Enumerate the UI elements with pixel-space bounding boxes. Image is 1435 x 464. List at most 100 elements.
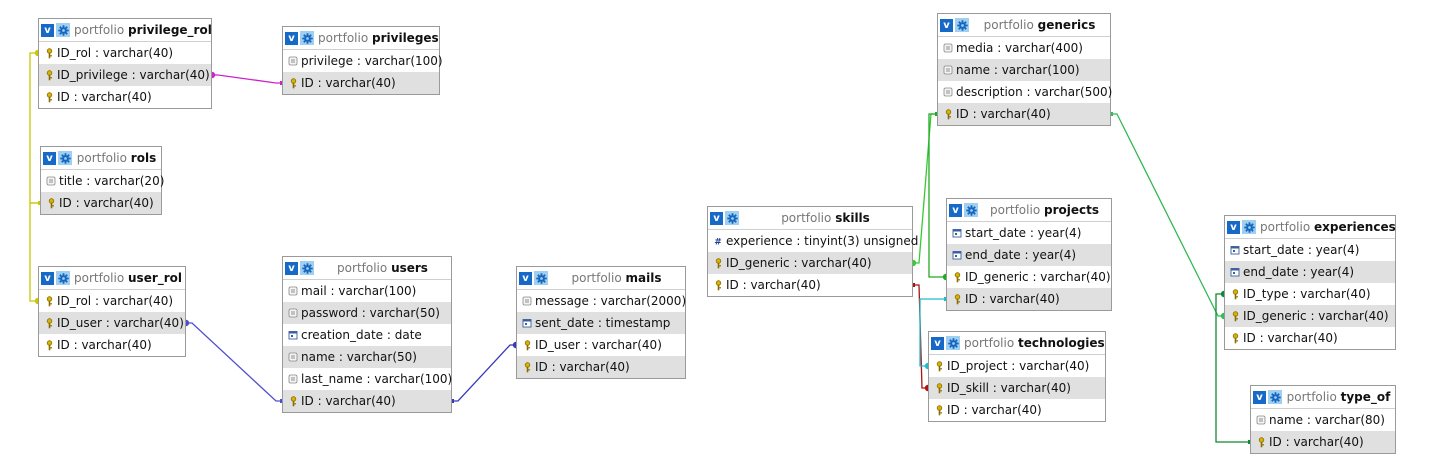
table-field[interactable]: password : varchar(50) xyxy=(283,302,451,324)
gear-icon[interactable] xyxy=(725,211,739,225)
table-field[interactable]: ID_project : varchar(40) xyxy=(929,355,1105,377)
gear-icon[interactable] xyxy=(300,261,314,275)
field-definition: ID : varchar(40) xyxy=(956,107,1051,121)
table-field[interactable]: privilege : varchar(100) xyxy=(283,50,443,72)
text-field-icon xyxy=(287,374,299,384)
table-field[interactable]: end_date : year(4) xyxy=(1225,261,1395,283)
toggle-view-icon[interactable]: v xyxy=(43,151,56,165)
table-field[interactable]: ID : varchar(40) xyxy=(929,399,1105,421)
table-field[interactable]: creation_date : date xyxy=(283,324,451,346)
table-field[interactable]: name : varchar(100) xyxy=(938,59,1110,81)
table-field[interactable]: end_date : year(4) xyxy=(947,244,1111,266)
table-field[interactable]: mail : varchar(100) xyxy=(283,280,451,302)
table-field[interactable]: ID_user : varchar(40) xyxy=(39,312,185,334)
table-field[interactable]: ID : varchar(40) xyxy=(517,356,685,378)
table-field[interactable]: #experience : tinyint(3) unsigned xyxy=(708,230,918,252)
toggle-view-icon[interactable]: v xyxy=(285,31,298,45)
key-icon xyxy=(933,360,945,372)
toggle-view-icon[interactable]: v xyxy=(285,261,298,275)
table-field[interactable]: ID : varchar(40) xyxy=(283,390,451,412)
table-field[interactable]: ID_privilege : varchar(40) xyxy=(39,64,211,86)
gear-icon[interactable] xyxy=(964,203,978,217)
table-field[interactable]: ID_generic : varchar(40) xyxy=(1225,305,1395,327)
table-mails[interactable]: v portfolio mails message : varchar(2000)s… xyxy=(516,266,686,379)
toggle-view-icon[interactable]: v xyxy=(949,203,962,217)
table-field[interactable]: media : varchar(400) xyxy=(938,37,1110,59)
table-field[interactable]: ID_skill : varchar(40) xyxy=(929,377,1105,399)
table-field[interactable]: ID : varchar(40) xyxy=(708,274,912,296)
table-field[interactable]: ID : varchar(40) xyxy=(39,334,185,356)
gear-icon[interactable] xyxy=(1242,220,1256,234)
table-field[interactable]: ID_rol : varchar(40) xyxy=(39,290,185,312)
table-field[interactable]: name : varchar(50) xyxy=(283,346,451,368)
table-field[interactable]: last_name : varchar(100) xyxy=(283,368,452,390)
table-field[interactable]: start_date : year(4) xyxy=(947,222,1111,244)
toggle-view-icon[interactable]: v xyxy=(519,271,532,285)
gear-icon[interactable] xyxy=(300,31,314,45)
gear-icon[interactable] xyxy=(534,271,548,285)
toggle-view-icon[interactable]: v xyxy=(931,336,944,350)
table-field[interactable]: ID_user : varchar(40) xyxy=(517,334,685,356)
gear-icon[interactable] xyxy=(1268,390,1282,404)
table-header[interactable]: v portfolio mails xyxy=(517,267,685,290)
gear-icon[interactable] xyxy=(955,18,969,32)
toggle-view-icon[interactable]: v xyxy=(710,211,723,225)
field-definition: ID : varchar(40) xyxy=(726,278,821,292)
gear-icon[interactable] xyxy=(56,271,70,285)
toggle-view-icon[interactable]: v xyxy=(1253,390,1266,404)
table-field[interactable]: ID : varchar(40) xyxy=(39,86,211,108)
table-field[interactable]: ID : varchar(40) xyxy=(947,288,1111,310)
relation-endpoint-square xyxy=(450,399,454,403)
table-field[interactable]: sent_date : timestamp xyxy=(517,312,685,334)
toggle-view-icon[interactable]: v xyxy=(940,18,953,32)
toggle-view-icon[interactable]: v xyxy=(41,271,54,285)
table-field[interactable]: ID_rol : varchar(40) xyxy=(39,42,211,64)
gear-icon[interactable] xyxy=(56,23,70,37)
table-field[interactable]: ID : varchar(40) xyxy=(283,72,439,94)
table-field[interactable]: ID_generic : varchar(40) xyxy=(708,252,912,274)
table-field[interactable]: start_date : year(4) xyxy=(1225,239,1395,261)
table-field[interactable]: ID_generic : varchar(40) xyxy=(947,266,1111,288)
table-field[interactable]: title : varchar(20) xyxy=(41,170,164,192)
table-field[interactable]: name : varchar(80) xyxy=(1251,409,1395,431)
gear-icon[interactable] xyxy=(946,336,960,350)
table-field[interactable]: ID : varchar(40) xyxy=(1251,431,1395,453)
database-name: portfolio xyxy=(989,203,1041,217)
table-field[interactable]: ID : varchar(40) xyxy=(41,192,161,214)
text-field-icon xyxy=(1255,415,1267,425)
toggle-view-icon[interactable]: v xyxy=(41,23,54,37)
table-name: generics xyxy=(1037,18,1096,32)
table-field[interactable]: ID : varchar(40) xyxy=(1225,327,1395,349)
field-definition: ID : varchar(40) xyxy=(57,338,152,352)
toggle-view-icon[interactable]: v xyxy=(1227,220,1240,234)
table-field[interactable]: description : varchar(500) xyxy=(938,81,1112,103)
table-field[interactable]: message : varchar(2000) xyxy=(517,290,686,312)
table-field[interactable]: ID_type : varchar(40) xyxy=(1225,283,1395,305)
table-name: mails xyxy=(625,271,662,285)
table-title: portfolio mails xyxy=(548,271,685,285)
table-field[interactable]: ID : varchar(40) xyxy=(938,103,1110,125)
gear-icon[interactable] xyxy=(58,151,72,165)
